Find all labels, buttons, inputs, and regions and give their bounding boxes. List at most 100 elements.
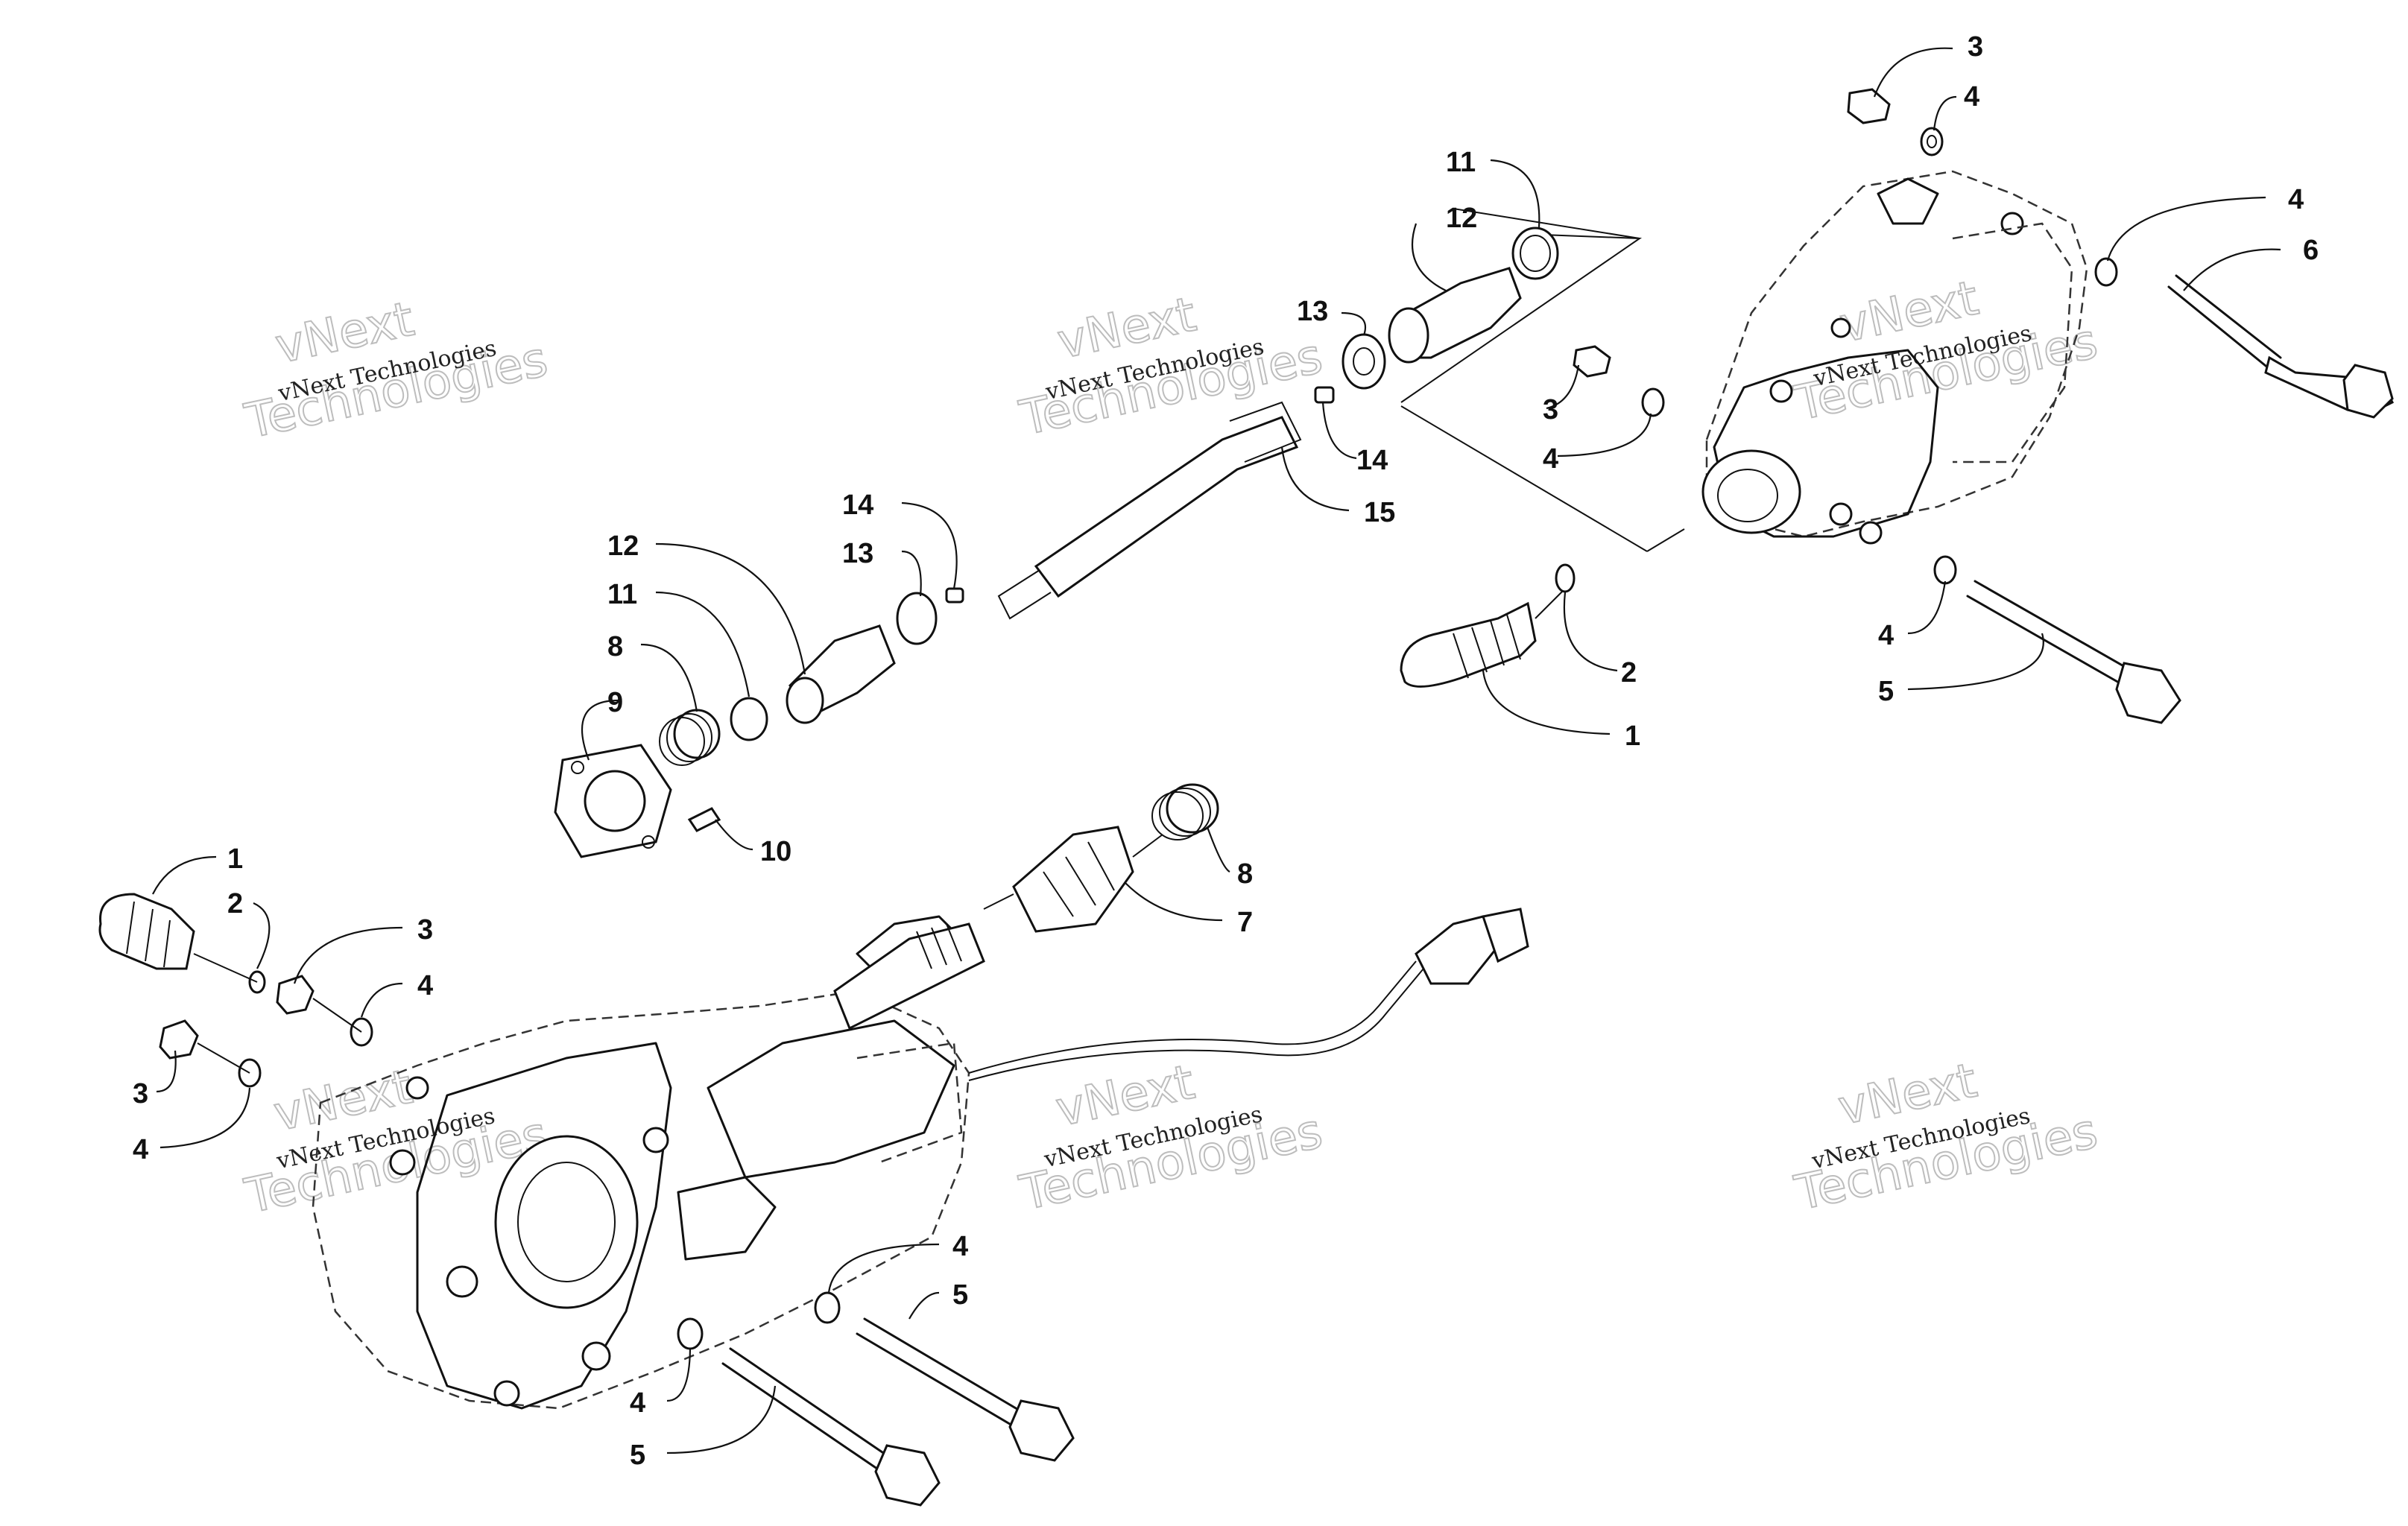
seal-part-12-upper	[1388, 267, 1522, 364]
svg-text:11: 11	[1446, 147, 1476, 178]
callout-4-right-mid: 4	[2106, 184, 2304, 262]
watermark-top-left: vNext Technologies vNext Technologies	[239, 291, 553, 451]
svg-text:1: 1	[1625, 721, 1640, 752]
boot-part-7	[1012, 826, 1134, 933]
svg-text:5: 5	[952, 1279, 968, 1311]
callout-11-lower: 11	[607, 579, 750, 697]
bearing-part-13-lower	[896, 592, 938, 645]
callout-3-right-mid: 3	[1543, 364, 1580, 425]
nut-right-top	[1847, 88, 1891, 124]
svg-text:12: 12	[607, 531, 639, 562]
svg-text:5: 5	[630, 1440, 645, 1471]
clamp-part-2-right	[1555, 563, 1576, 593]
ring-part-11-lower	[730, 697, 768, 741]
callout-4-left-lower: 4	[630, 1348, 692, 1419]
svg-text:13: 13	[842, 538, 873, 569]
seal-part-12-lower	[786, 624, 896, 724]
svg-text:8: 8	[607, 631, 623, 662]
callout-12-lower: 12	[607, 531, 806, 675]
bearing-part-13-upper	[1342, 333, 1386, 390]
callout-4-top-right: 4	[1933, 81, 1979, 131]
centerlines-left	[193, 834, 1163, 1074]
svg-text:4: 4	[417, 970, 433, 1001]
left-output-shaft	[833, 922, 985, 1030]
bolt-part-5-right	[1966, 580, 2181, 724]
callout-14-lower: 14	[842, 490, 958, 589]
callout-7: 7	[1125, 882, 1253, 938]
callout-4-left-mid: 4	[827, 1231, 968, 1294]
callout-14-upper: 14	[1321, 402, 1388, 476]
svg-text:5: 5	[1878, 676, 1894, 707]
right-gearcase-housing	[1701, 170, 2088, 545]
callout-1-right: 1	[1482, 670, 1640, 752]
watermark-bottom-center: vNext Technologies vNext Technologies	[1014, 1054, 1328, 1223]
callout-3-top-right: 3	[1873, 31, 1983, 98]
callout-4-right-bottom: 4	[1878, 580, 1947, 651]
callout-2-left: 2	[227, 888, 271, 969]
svg-text:8: 8	[1237, 858, 1253, 890]
svg-text:3: 3	[133, 1078, 148, 1109]
callout-15: 15	[1280, 446, 1395, 528]
svg-text:2: 2	[1621, 657, 1637, 688]
callout-9: 9	[581, 687, 623, 761]
washer-right-bottom	[1933, 555, 1957, 585]
wire-harness	[968, 908, 1529, 1081]
bolt-part-10	[687, 807, 721, 832]
svg-text:15: 15	[1364, 497, 1395, 528]
cover-part-9	[554, 744, 672, 858]
spring-part-8-lower	[1151, 783, 1219, 840]
nut-left-top	[276, 975, 315, 1015]
callout-13-lower: 13	[842, 538, 922, 597]
callout-13-upper: 13	[1297, 296, 1366, 336]
callout-6: 6	[2183, 235, 2319, 291]
callout-8-lower: 8	[1206, 826, 1253, 890]
left-gearcase-housing	[312, 915, 970, 1410]
pin-part-14-lower	[945, 587, 964, 604]
nut-left-bottom	[159, 1019, 199, 1060]
washer-left-mid2	[814, 1291, 841, 1324]
boot-part-1-left	[98, 893, 195, 970]
bolt-part-5-left-a	[721, 1347, 941, 1507]
svg-text:3: 3	[1543, 394, 1558, 425]
shaft-part-15	[997, 401, 1302, 620]
callout-8-upper: 8	[607, 631, 698, 712]
callout-1-left: 1	[152, 843, 243, 895]
callout-5-left-b: 5	[908, 1279, 968, 1320]
watermark-bottom-right: vNext Technologies vNext Technologies	[1789, 1053, 2103, 1223]
callout-2-right: 2	[1563, 592, 1637, 688]
svg-text:3: 3	[1968, 31, 1983, 63]
svg-text:10: 10	[760, 836, 791, 867]
svg-text:12: 12	[1446, 203, 1477, 234]
svg-text:3: 3	[417, 914, 433, 946]
callout-11-upper: 11	[1446, 147, 1540, 228]
svg-text:6: 6	[2303, 235, 2319, 266]
svg-text:14: 14	[842, 490, 873, 521]
svg-text:4: 4	[1964, 81, 1979, 113]
bolt-part-6	[2167, 274, 2395, 419]
svg-text:14: 14	[1356, 445, 1388, 476]
boot-part-1-right	[1400, 588, 1566, 688]
svg-text:7: 7	[1237, 907, 1253, 938]
washer-right-top	[1920, 127, 1944, 156]
svg-text:11: 11	[607, 579, 637, 610]
callout-12-upper: 12	[1411, 203, 1477, 291]
ring-part-11-upper	[1511, 227, 1559, 280]
svg-text:4: 4	[952, 1231, 968, 1262]
nut-right-mid	[1573, 345, 1611, 378]
svg-text:4: 4	[2288, 184, 2304, 215]
callout-3-left-bottom: 3	[133, 1050, 177, 1109]
svg-text:4: 4	[1543, 443, 1558, 475]
callout-4-right-mid2: 4	[1543, 413, 1652, 475]
callout-3-left-top: 3	[293, 914, 433, 984]
assembly-reference-lines	[1400, 208, 1685, 552]
callout-4-left-bottom: 4	[133, 1087, 251, 1165]
washer-right-mid	[2094, 257, 2118, 287]
washer-left-mid	[677, 1317, 704, 1350]
washer-right-mid2	[1641, 387, 1665, 417]
pin-part-14-upper	[1314, 386, 1335, 404]
callout-5-right: 5	[1878, 633, 2044, 707]
callout-4-left-top: 4	[360, 970, 433, 1018]
svg-text:2: 2	[227, 888, 243, 919]
svg-text:1: 1	[227, 843, 243, 875]
